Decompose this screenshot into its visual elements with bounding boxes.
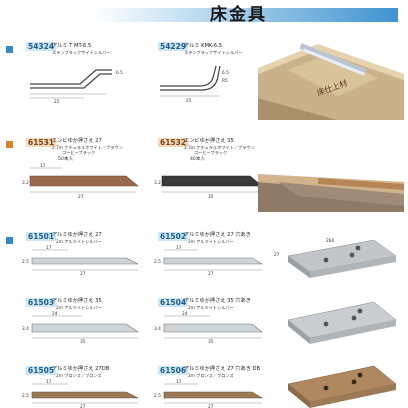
dimension-label: 17 <box>176 379 182 385</box>
plate-illustration <box>287 301 397 344</box>
dimension-label: 27 <box>80 404 86 408</box>
product-name: アルミゆか押さえ 35 穴あき <box>184 298 251 304</box>
dimension-label: 35 <box>208 194 214 200</box>
header-bar <box>92 8 398 22</box>
profile-drawing: 17 27 3.2 <box>22 163 139 200</box>
dimension-label: 24 <box>182 311 188 317</box>
product-code: 61502 <box>158 232 189 241</box>
dimension-label: 3.4 <box>154 326 161 332</box>
dimension-label: 17 <box>46 245 52 251</box>
product-desc: 2ｍ アルマイトシルバー <box>56 305 102 310</box>
profile-drawing: 24 35 3.4 <box>22 311 139 345</box>
product-name: アルミゆか押さえ 35 <box>52 298 102 304</box>
section-marker <box>6 141 13 148</box>
product-code: 61505 <box>26 366 57 375</box>
dimension-label: 2.5 <box>22 259 29 265</box>
dimension-label: 27 <box>78 194 84 200</box>
product-desc: 2.7ｍ ナチュラルホワイト／ブラウン <box>184 145 255 150</box>
plate-illustration: 260 27 <box>274 238 397 278</box>
dimension-label: 2.5 <box>154 259 161 265</box>
quantity: 50本入 <box>58 157 74 162</box>
product-code: 61531 <box>26 138 57 147</box>
dimension-label: 2.5 <box>154 393 161 399</box>
product-desc: 2.7ｍ ナチュラルホワイト／ブラウン <box>52 145 123 150</box>
dimension-label: 17 <box>176 245 182 251</box>
profile-drawing: 6.5 22 <box>30 69 123 105</box>
dimension-label: 17 <box>40 163 46 169</box>
dimension-label: 6.5 <box>116 70 123 76</box>
installation-photo <box>258 174 404 212</box>
dimension-label: 25 <box>186 98 192 104</box>
page-title: 床金具 <box>210 5 267 25</box>
product-name: アルミゆか押さえ 27 <box>52 232 102 238</box>
profile-drawing: 24 35 3.4 <box>154 311 263 345</box>
profile-drawing: 17 27 2.5 <box>154 379 264 408</box>
product-desc-2: コーヒーブラック <box>62 150 96 155</box>
profile-drawing: 17 27 2.5 <box>22 245 139 277</box>
dimension-label: R5 <box>222 78 228 84</box>
dimension-label: 27 <box>274 252 280 258</box>
dimension-label: 27 <box>208 271 214 277</box>
dimension-label: 3.4 <box>22 326 29 332</box>
installation-photo: 床仕上材 <box>258 43 404 120</box>
dimension-label: 35 <box>80 339 86 345</box>
product-desc: 2ｍ ブロンズ／ブロンズ <box>56 373 102 378</box>
dimension-label: 27 <box>208 404 214 408</box>
product-code: 54229 <box>158 42 189 51</box>
product-desc: 2ｍ ブロンズ／ブロンズ <box>188 373 234 378</box>
product-code: 61503 <box>26 298 57 307</box>
dimension-label: 260 <box>326 238 334 244</box>
quantity: 40本入 <box>190 157 206 162</box>
dimension-label: 6.5 <box>222 70 229 76</box>
product-name: アルミゆか押さえ 27 穴あき DB <box>184 366 261 372</box>
product-desc: ステンブラックサイトシルバー <box>184 50 243 55</box>
product-desc-2: コーヒーブラック <box>194 150 228 155</box>
product-code: 61504 <box>158 298 189 307</box>
dimension-label: 22 <box>54 99 60 105</box>
product-desc: ステンブラックサイトシルバー <box>52 50 111 55</box>
product-name: アルミ KMK-6.5 <box>184 43 223 49</box>
dimension-label: 2.5 <box>22 393 29 399</box>
product-name: エンビゆか押さえ 35 <box>184 138 234 144</box>
profile-drawing: 6.5 R5 25 <box>160 65 229 104</box>
profile-drawing: 17 27 2.5 <box>154 245 264 277</box>
dimension-label: 17 <box>46 379 52 385</box>
product-desc: 2ｍ アルマイトシルバー <box>188 239 234 244</box>
dimension-label: 3.2 <box>22 180 29 186</box>
product-code: 61532 <box>158 138 189 147</box>
section-marker <box>6 237 13 244</box>
product-name: エンビゆか押さえ 27 <box>52 138 102 144</box>
product-name: アルミゆか押さえ 27 穴あき <box>184 232 251 238</box>
profile-drawing: 17 27 2.5 <box>22 379 139 408</box>
product-name: アルミ T MT-6.5 <box>52 43 92 49</box>
section-marker <box>6 46 13 53</box>
product-name: アルミゆか押さえ 27DB <box>52 366 110 372</box>
dimension-label: 3.2 <box>154 180 161 186</box>
plate-illustration <box>287 365 397 408</box>
dimension-label: 24 <box>52 311 58 317</box>
product-desc: 2ｍ アルマイトシルバー <box>56 239 102 244</box>
product-code: 54324 <box>26 42 57 51</box>
product-desc: 2ｍ アルマイトシルバー <box>188 305 234 310</box>
product-code: 61506 <box>158 366 189 375</box>
profile-drawing: 35 3.2 <box>154 175 263 200</box>
dimension-label: 27 <box>80 271 86 277</box>
product-code: 61501 <box>26 232 57 241</box>
dimension-label: 35 <box>208 339 214 345</box>
